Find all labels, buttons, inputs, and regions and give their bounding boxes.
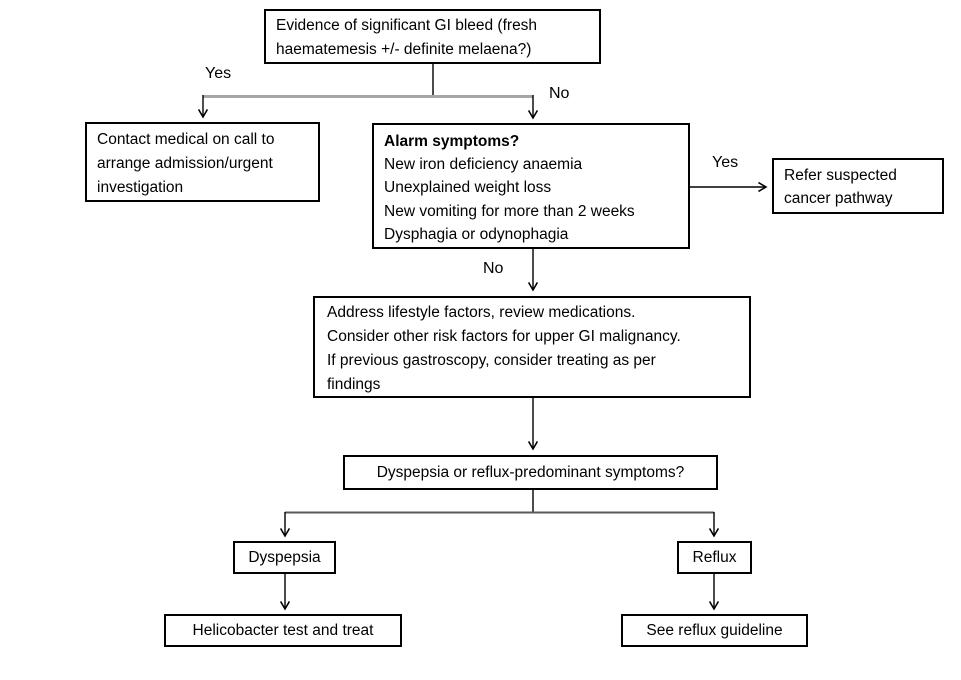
node-contact-medical: Contact medical on call to arrange admis… [85,122,320,202]
node-contact-medical-line: Contact medical on call to [97,131,275,148]
node-lifestyle-line: Address lifestyle factors, review medica… [327,304,636,321]
node-alarm-symptom-item: New iron deficiency anaemia [384,156,583,174]
node-see-reflux: See reflux guideline [621,614,808,647]
edge-label-no-top: No [549,85,570,102]
node-refer-cancer-line: Refer suspected [784,167,897,184]
node-alarm-symptoms: Alarm symptoms? New iron deficiency anae… [372,123,690,249]
node-lifestyle-line: findings [327,376,381,393]
node-question: Dyspepsia or reflux-predominant symptoms… [343,455,718,490]
node-reflux: Reflux [677,541,752,574]
edge-label-yes-top: Yes [205,65,232,82]
node-alarm-symptom-item: Dysphagia or odynophagia [384,225,569,243]
node-gi-bleed-line: Evidence of significant GI bleed (fresh [276,17,538,34]
edge-label-no-alarm: No [483,260,504,277]
node-alarm-symptoms-title: Alarm symptoms? [384,133,520,150]
node-helicobacter: Helicobacter test and treat [164,614,402,647]
node-lifestyle: Address lifestyle factors, review medica… [313,296,751,398]
node-dyspepsia: Dyspepsia [233,541,336,574]
node-lifestyle-line: Consider other risk factors for upper GI… [327,328,681,345]
node-refer-cancer-line: cancer pathway [784,190,893,207]
node-contact-medical-line: arrange admission/urgent [97,155,273,172]
edge-label-yes-alarm: Yes [712,154,739,171]
node-alarm-symptom-item: New vomiting for more than 2 weeks [384,202,635,220]
node-lifestyle-line: If previous gastroscopy, consider treati… [327,352,656,369]
node-gi-bleed: Evidence of significant GI bleed (fresh … [264,9,601,64]
node-gi-bleed-line: haematemesis +/- definite melaena?) [276,41,532,58]
node-refer-cancer: Refer suspected cancer pathway [772,158,944,214]
node-alarm-symptom-item: Unexplained weight loss [384,179,552,197]
node-contact-medical-line: investigation [97,179,184,196]
